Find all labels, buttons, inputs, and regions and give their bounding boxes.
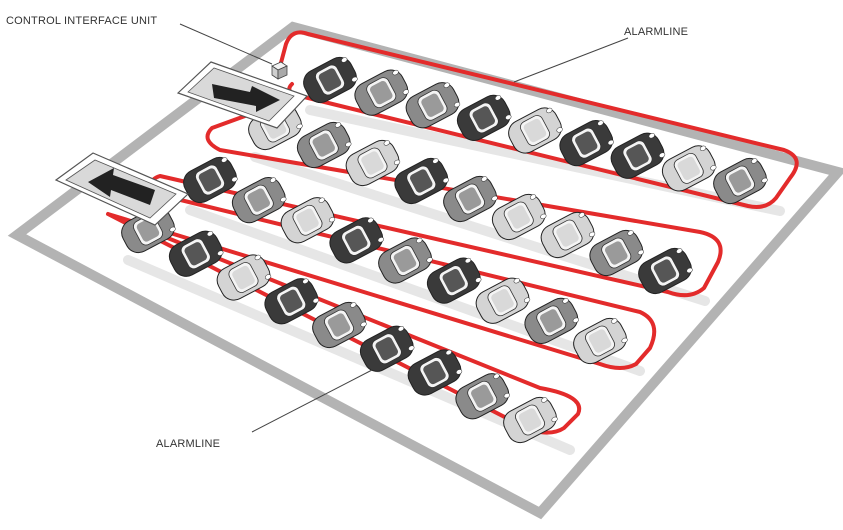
car-icon (638, 247, 693, 295)
car-icon (491, 193, 547, 241)
car-icon (296, 121, 352, 169)
car-icon (312, 301, 367, 349)
car-icon (168, 230, 224, 277)
car-icon (378, 237, 433, 284)
lane-shadow (250, 152, 710, 306)
car-icon (216, 254, 272, 301)
car-icon (394, 157, 449, 205)
car-icon (540, 211, 596, 259)
car-icon (407, 349, 463, 396)
ciu-leader-line (179, 23, 273, 65)
arrow-left-icon (88, 168, 155, 205)
cars (121, 56, 768, 444)
car-icon (121, 206, 176, 254)
car-icon (455, 373, 510, 420)
car-icon (426, 257, 482, 304)
arrow-right-icon (212, 84, 280, 112)
car-icon (280, 197, 336, 244)
car-icon (456, 94, 512, 142)
car-icon (303, 56, 358, 104)
alarmline-top-leader-line (513, 37, 629, 83)
car-icon (610, 132, 666, 179)
car-icon (345, 139, 401, 187)
car-icon (183, 156, 238, 204)
alarmline-bottom-leader-line (251, 369, 373, 433)
control-unit-box-icon (271, 61, 288, 80)
lane-shadow (123, 255, 575, 455)
car-icon (264, 278, 319, 325)
car-icon (405, 82, 461, 129)
car-icon (559, 119, 614, 167)
lane-shadow (185, 205, 645, 376)
exit-sign (54, 152, 190, 226)
car-icon (661, 145, 717, 192)
car-icon (508, 107, 563, 154)
car-icon (359, 325, 415, 372)
entrance-sign (176, 61, 309, 129)
car-icon (443, 175, 498, 223)
car-icon (589, 229, 644, 277)
car-icon (524, 297, 579, 345)
alarmline-bottom-label: ALARMLINE (156, 438, 221, 450)
car-icon (475, 277, 531, 324)
control-interface-unit-label: CONTROL INTERFACE UNIT (6, 15, 158, 27)
car-icon (354, 69, 409, 116)
car-icon (503, 396, 558, 444)
car-icon (231, 176, 287, 224)
car-icon (573, 317, 628, 365)
alarmline-top-label: ALARMLINE (624, 26, 689, 38)
car-icon (329, 217, 384, 264)
car-icon (713, 157, 768, 205)
